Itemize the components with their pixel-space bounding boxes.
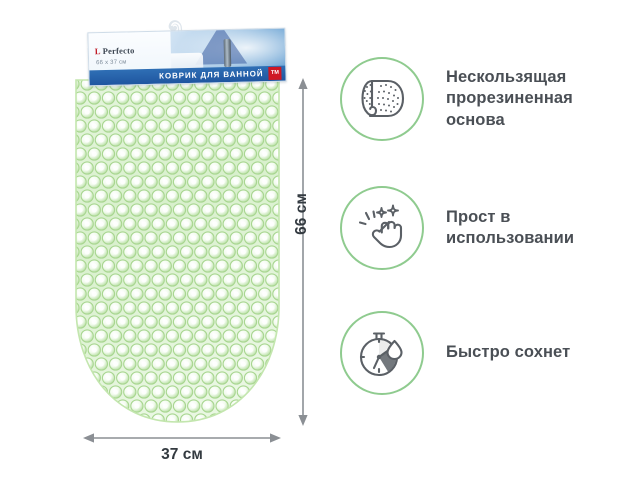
- package-banner-text: КОВРИК ДЛЯ ВАННОЙ: [159, 69, 264, 81]
- package-badge-text: TM: [270, 69, 279, 76]
- feature-badge: [340, 311, 424, 395]
- feature-item-non-slip: Нескользящая прорезиненная основа: [340, 57, 573, 141]
- package-faucet-graphic: [223, 39, 231, 68]
- double-arrow-vertical-icon: [298, 78, 308, 426]
- package-size-text: 66 x 37 см: [96, 59, 127, 67]
- feature-item-fast-drying: Быстро сохнет: [340, 311, 570, 395]
- brand-mark: L: [94, 46, 101, 57]
- double-arrow-horizontal-icon: [83, 433, 281, 443]
- feature-text-line: Быстро сохнет: [446, 343, 571, 362]
- feature-text: Нескользящая прорезиненная основа: [446, 67, 573, 130]
- bath-mat-icon: [75, 79, 280, 423]
- brand-name: Perfecto: [102, 45, 135, 57]
- height-dimension-label: 66 см: [293, 193, 310, 235]
- stopwatch-drop-icon: [359, 332, 403, 377]
- rubber-roll-icon: [361, 79, 405, 118]
- hanger-hook-icon: [168, 20, 183, 52]
- package-photo-wedge: [194, 27, 248, 65]
- feature-text-line: использовании: [446, 229, 575, 247]
- feature-item-easy-to-use: Прост в использовании: [340, 186, 574, 270]
- feature-badge: [340, 57, 424, 141]
- feature-text: Быстро сохнет: [446, 342, 570, 363]
- feature-badge: [340, 186, 424, 270]
- feature-text: Прост в использовании: [446, 207, 574, 249]
- feature-text-line: Нескользящая: [446, 68, 567, 87]
- feature-list: Нескользящая прорезиненная основа: [340, 0, 640, 480]
- snapping-fingers-icon: [358, 204, 403, 249]
- width-dimension-label: 37 см: [161, 446, 203, 463]
- feature-text-line: прорезиненная: [446, 89, 573, 108]
- feature-text-line: основа: [446, 110, 505, 129]
- package-badge: TM: [268, 66, 282, 81]
- feature-text-line: Прост в: [446, 207, 511, 226]
